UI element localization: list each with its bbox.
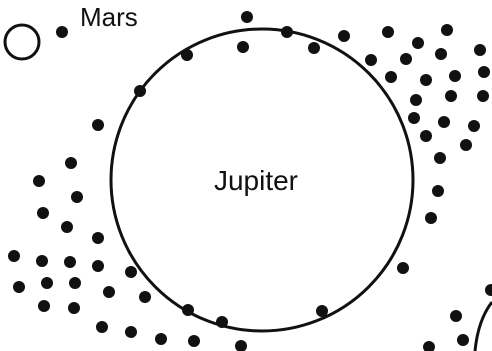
asteroid-dot <box>188 335 200 347</box>
asteroid-dot <box>103 286 115 298</box>
asteroid-dot <box>420 130 432 142</box>
mars-label: Mars <box>80 2 138 32</box>
asteroid-dot <box>56 26 68 38</box>
asteroid-dot <box>478 66 490 78</box>
asteroid-dot <box>216 316 228 328</box>
asteroid-dot <box>125 266 137 278</box>
asteroid-dot <box>38 300 50 312</box>
asteroid-dot <box>71 191 83 203</box>
asteroid-dot <box>182 304 194 316</box>
asteroid-dot <box>68 302 80 314</box>
asteroid-dot <box>468 120 480 132</box>
asteroid-dot <box>432 185 444 197</box>
asteroid-dot <box>410 94 422 106</box>
asteroid-dot <box>237 41 249 53</box>
asteroid-dot <box>235 340 247 351</box>
asteroid-dot <box>281 26 293 38</box>
asteroid-dot <box>41 277 53 289</box>
asteroid-dot <box>92 260 104 272</box>
asteroid-dot <box>33 175 45 187</box>
jupiter-label: Jupiter <box>214 165 298 196</box>
asteroid-dot <box>438 116 450 128</box>
asteroid-dot <box>477 90 489 102</box>
asteroid-dot <box>61 221 73 233</box>
asteroid-dot <box>397 262 409 274</box>
asteroid-dot <box>425 212 437 224</box>
asteroid-dot <box>134 85 146 97</box>
asteroid-dot <box>385 71 397 83</box>
asteroid-dot <box>420 74 432 86</box>
asteroid-dot <box>69 277 81 289</box>
asteroid-dot <box>450 310 462 322</box>
asteroid-dot <box>241 11 253 23</box>
asteroid-dot <box>139 291 151 303</box>
asteroid-dot <box>338 30 350 42</box>
asteroid-dot <box>457 334 469 346</box>
asteroid-dot <box>474 44 486 56</box>
asteroid-dot <box>449 70 461 82</box>
asteroid-dot <box>37 207 49 219</box>
asteroid-dot <box>382 26 394 38</box>
asteroid-dot <box>412 37 424 49</box>
asteroid-dot <box>441 24 453 36</box>
asteroid-dot <box>434 152 446 164</box>
asteroid-dot <box>96 321 108 333</box>
asteroid-dot <box>445 90 457 102</box>
mars-circle <box>5 25 39 59</box>
asteroid-dot <box>64 256 76 268</box>
asteroid-dot <box>408 112 420 124</box>
asteroid-dot <box>92 232 104 244</box>
asteroid-dot <box>435 48 447 60</box>
asteroid-dot <box>365 54 377 66</box>
asteroid-dot <box>155 333 167 345</box>
asteroid-dot <box>460 139 472 151</box>
asteroid-dot <box>308 42 320 54</box>
partial-planet-arc <box>475 302 492 351</box>
asteroid-dot <box>13 281 25 293</box>
asteroid-dot <box>423 341 435 351</box>
asteroid-dot <box>8 250 20 262</box>
asteroid-dot <box>36 255 48 267</box>
asteroid-dot <box>316 305 328 317</box>
asteroid-dot <box>400 53 412 65</box>
asteroid-dot <box>125 326 137 338</box>
asteroid-dot <box>92 119 104 131</box>
asteroid-dot <box>181 49 193 61</box>
asteroid-dot <box>485 284 492 296</box>
asteroid-dot <box>65 157 77 169</box>
